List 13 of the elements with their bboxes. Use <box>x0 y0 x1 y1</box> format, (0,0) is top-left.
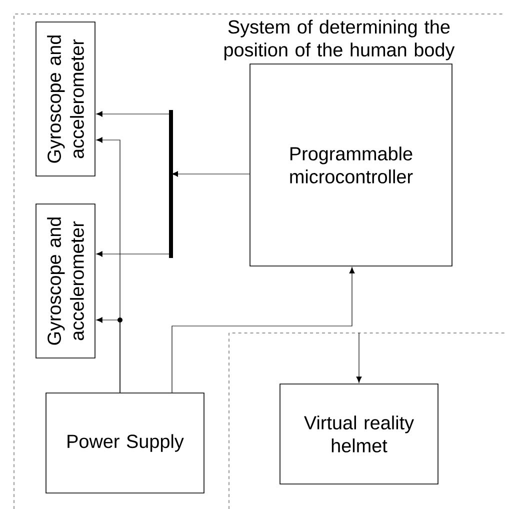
arrow <box>356 332 362 383</box>
arrow <box>172 171 250 177</box>
dashed-frame <box>228 332 505 509</box>
arrow <box>96 111 172 117</box>
arrow <box>96 251 172 257</box>
process-box: Virtual reality helmet <box>280 384 438 484</box>
process-box: Power Supply <box>46 392 204 494</box>
sensor-box: Gyroscope and accelerometer <box>36 204 96 358</box>
arrow <box>96 317 122 393</box>
arrow <box>172 267 355 393</box>
process-box: Programmable microcontroller <box>250 64 452 266</box>
region-heading: System of determining the position of the human body <box>224 20 455 60</box>
sensor-box: Gyroscope and accelerometer <box>36 22 96 176</box>
